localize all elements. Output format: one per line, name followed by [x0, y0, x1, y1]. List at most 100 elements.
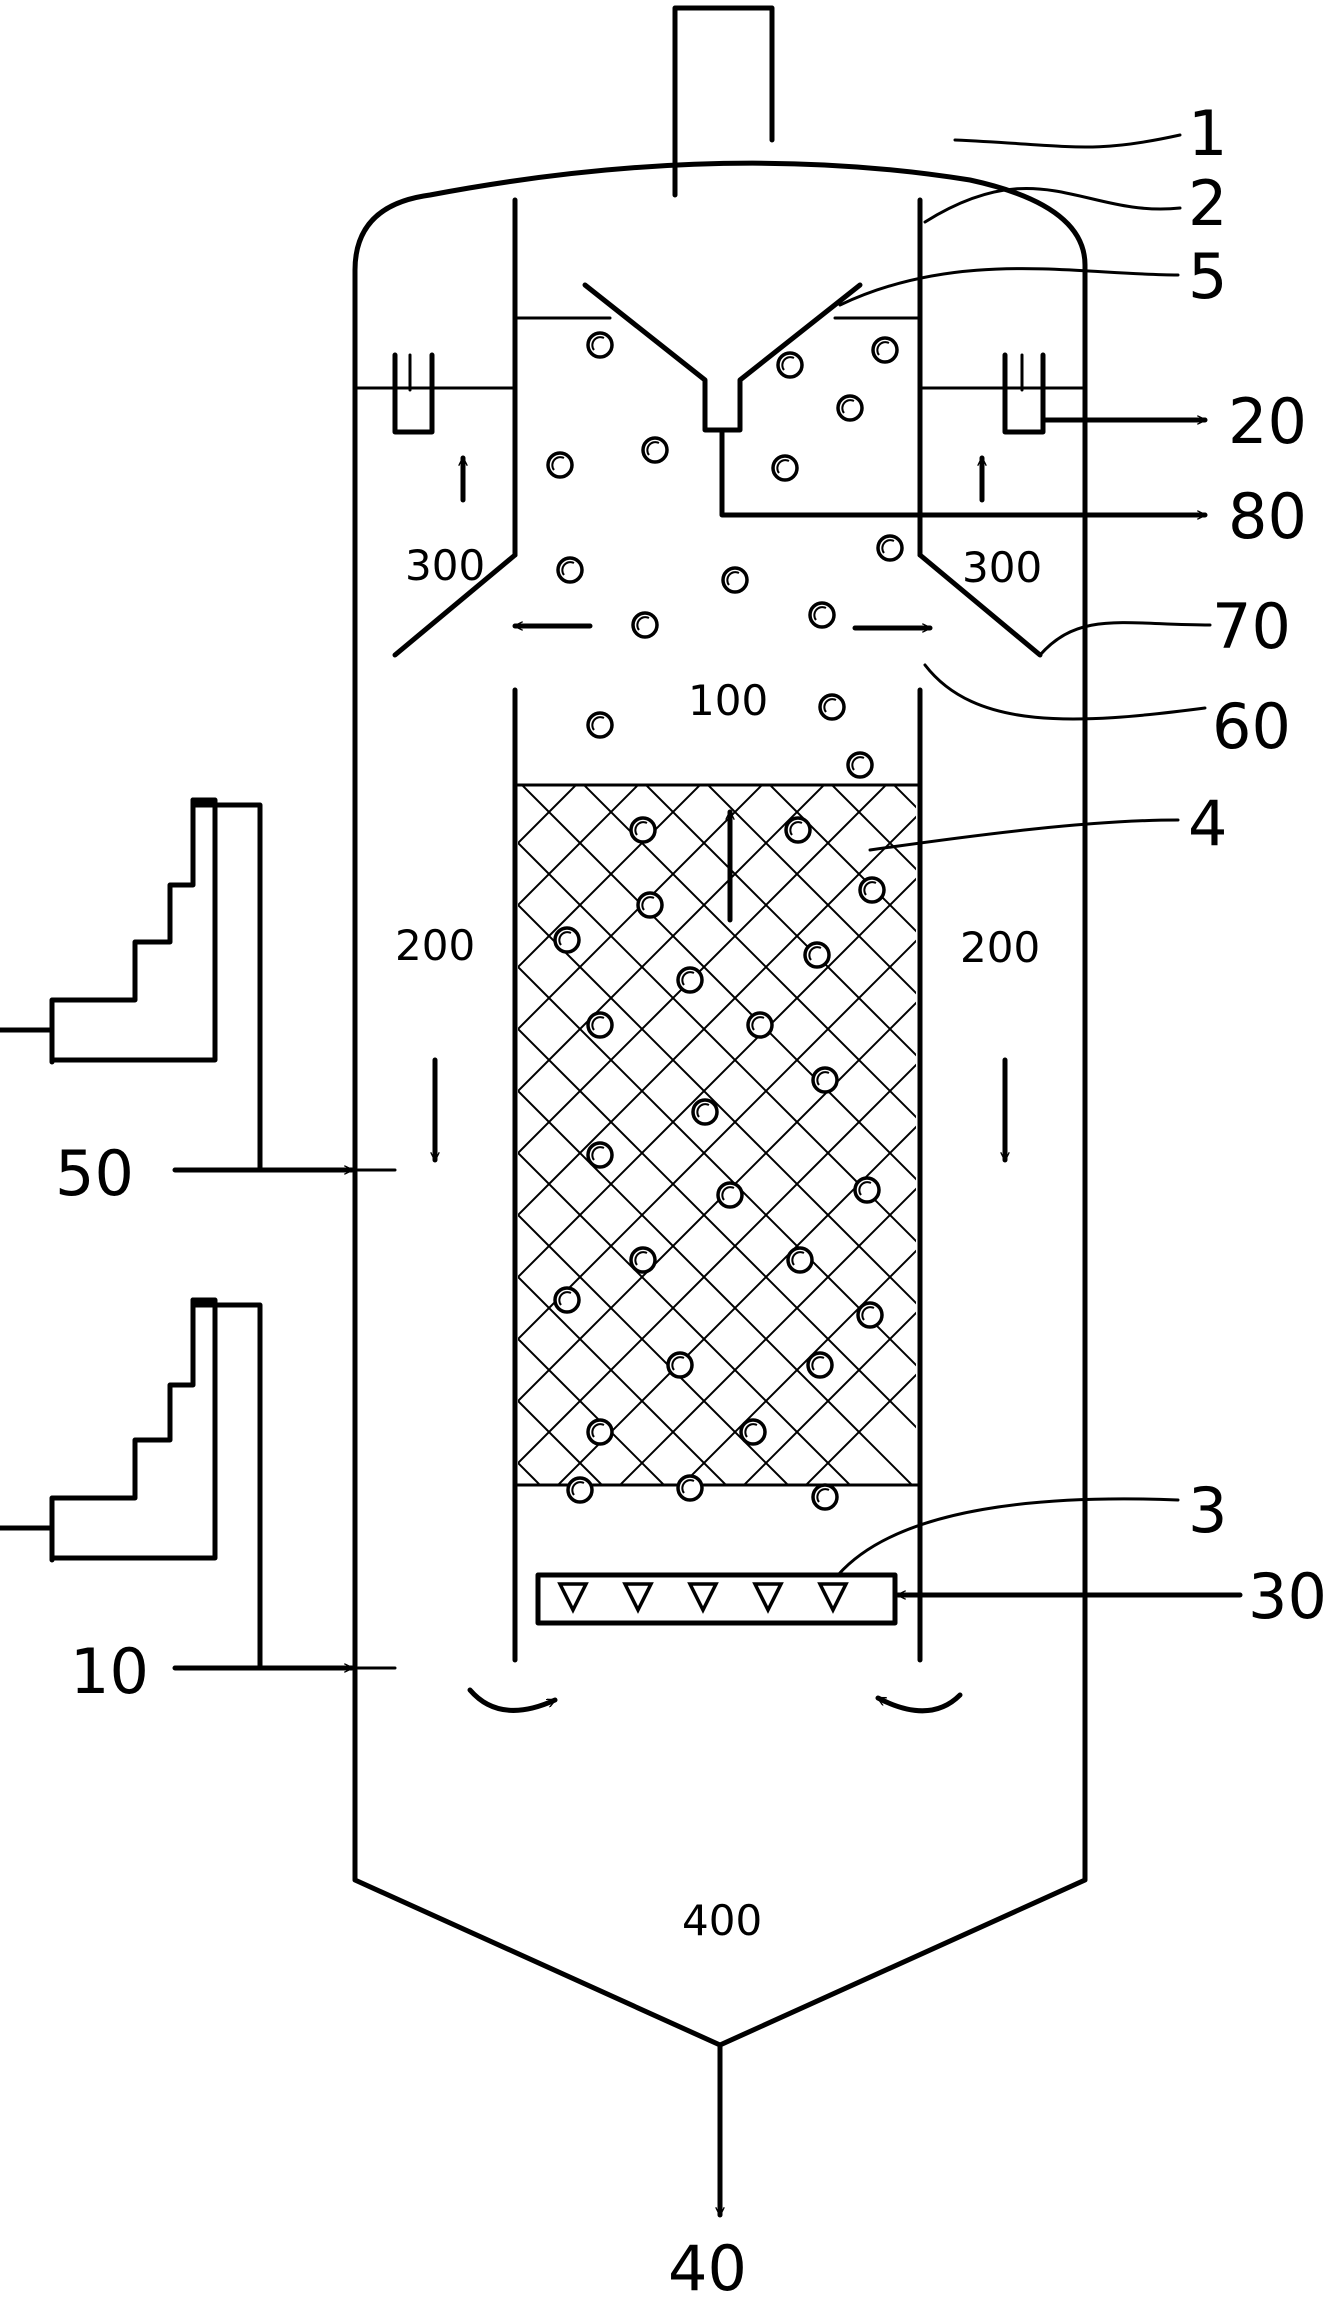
- hatch-line: [518, 1214, 790, 1485]
- label-1: 1: [1188, 97, 1227, 170]
- zone-300-right: 300: [962, 543, 1042, 592]
- nozzle: [817, 1582, 849, 1614]
- bubble-highlight: [558, 1291, 572, 1306]
- nozzle: [687, 1582, 719, 1614]
- bubble-highlight: [634, 1251, 648, 1266]
- hatch-line: [706, 785, 916, 995]
- hatch-line: [804, 1373, 916, 1485]
- hatch-line: [518, 1649, 918, 2049]
- hatch-line: [742, 1311, 916, 1485]
- hatch-line: [518, 785, 578, 844]
- hatch-line: [892, 785, 916, 809]
- hatch-line: [518, 1028, 916, 1429]
- liquid-levels: [353, 316, 1087, 390]
- bubble-highlight: [591, 336, 605, 351]
- zone-300-left: 300: [405, 541, 485, 590]
- bubble-highlight: [681, 1479, 695, 1494]
- bubble-highlight: [591, 716, 605, 731]
- bubble-highlight: [823, 698, 837, 713]
- flow-arrows: [435, 455, 1005, 2218]
- label-30: 30: [1248, 1560, 1327, 1633]
- hatch-line: [768, 785, 916, 933]
- nozzle: [622, 1582, 654, 1614]
- label-50: 50: [55, 1137, 134, 1210]
- dosing-pump-50: [0, 797, 397, 1170]
- label-70: 70: [1212, 590, 1291, 663]
- leader-lines: [836, 133, 1212, 1577]
- nozzle: [752, 1582, 784, 1614]
- bubble-highlight: [571, 1481, 585, 1496]
- label-60: 60: [1212, 690, 1291, 763]
- bubble-highlight: [721, 1186, 735, 1201]
- hatch-line: [518, 1152, 852, 1485]
- hatch-line: [518, 1276, 728, 1485]
- bubble-highlight: [813, 606, 827, 621]
- bubble-highlight: [776, 459, 790, 474]
- bubble-highlight: [816, 1071, 830, 1086]
- aerator: [535, 1572, 1243, 1626]
- hatch-line: [518, 877, 916, 1278]
- hatch-line: [518, 904, 916, 1305]
- bubble-highlight: [791, 1251, 805, 1266]
- label-5: 5: [1188, 240, 1227, 313]
- hatch-line: [518, 1400, 604, 1485]
- hatch-line: [518, 9, 918, 409]
- bubble-highlight: [591, 1146, 605, 1161]
- bubble-highlight: [551, 456, 565, 471]
- bubble-highlight: [636, 616, 650, 631]
- overflow-weirs: [392, 352, 1208, 435]
- bubble-highlight: [681, 971, 695, 986]
- bubble-highlight: [851, 756, 865, 771]
- hatch-line: [830, 785, 916, 871]
- hatch-line: [518, 785, 764, 1030]
- hatch-line: [518, 785, 640, 906]
- packing-bed: [513, 0, 922, 2049]
- gas-bubbles: [546, 331, 904, 1511]
- bubble-highlight: [811, 1356, 825, 1371]
- deflector-plates: [392, 552, 1043, 658]
- bubble-highlight: [881, 539, 895, 554]
- hatch-line: [644, 785, 916, 1057]
- hatch-line: [618, 1187, 916, 1485]
- bubble-highlight: [634, 821, 648, 836]
- label-10: 10: [70, 1635, 149, 1708]
- bubble-highlight: [751, 1016, 765, 1031]
- hatch-line: [518, 1063, 916, 1464]
- bubble-highlight: [863, 881, 877, 896]
- hatch-line: [518, 1338, 666, 1485]
- label-40: 40: [668, 2232, 747, 2305]
- bubble-highlight: [561, 561, 575, 576]
- label-2: 2: [1188, 167, 1227, 240]
- bubble-highlight: [789, 821, 803, 836]
- bubble-highlight: [696, 1103, 710, 1118]
- dosing-pump-10: [0, 1297, 397, 1668]
- label-80: 80: [1228, 480, 1307, 553]
- hatch-line: [518, 0, 918, 285]
- bubble-highlight: [876, 341, 890, 356]
- hatch-line: [556, 1125, 916, 1485]
- bubble-highlight: [816, 1488, 830, 1503]
- hatch-line: [520, 785, 916, 1181]
- zone-200-left: 200: [395, 921, 475, 970]
- hatch-line: [518, 1090, 914, 1485]
- bubble-highlight: [861, 1306, 875, 1321]
- hatch-line: [680, 1249, 916, 1485]
- hatch-line: [518, 319, 918, 719]
- bubble-highlight: [808, 946, 822, 961]
- bubble-highlight: [558, 931, 572, 946]
- gas-funnel: [582, 282, 1208, 515]
- outer-vessel: [352, 5, 1088, 2048]
- bubble-highlight: [744, 1423, 758, 1438]
- hatch-line: [582, 785, 916, 1119]
- hatch-line: [518, 785, 888, 1154]
- bubble-highlight: [646, 441, 660, 456]
- bubble-highlight: [726, 571, 740, 586]
- bubble-highlight: [591, 1016, 605, 1031]
- label-20: 20: [1228, 385, 1307, 458]
- zone-100: 100: [688, 676, 768, 725]
- label-4: 4: [1188, 787, 1227, 860]
- inner-tube: [512, 197, 923, 1663]
- bubble-highlight: [671, 1356, 685, 1371]
- hatch-line: [518, 785, 702, 968]
